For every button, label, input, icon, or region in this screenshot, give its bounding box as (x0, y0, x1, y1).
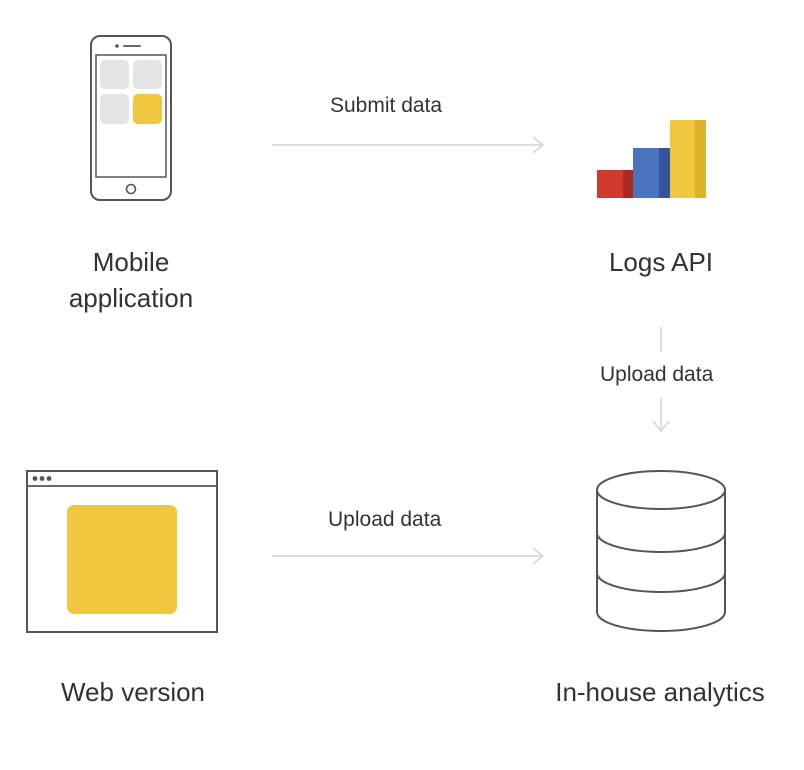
arrow-upload-data-vertical (652, 327, 670, 433)
web-version-label: Web version (60, 677, 206, 707)
upload-data-vertical-label: Upload data (600, 363, 714, 386)
arrow-submit-data (272, 136, 545, 154)
upload-data-horizontal-label: Upload data (328, 508, 442, 531)
logs-api-label: Logs API (608, 247, 714, 277)
mobile-application-label: Mobile application (36, 244, 226, 316)
submit-data-label: Submit data (330, 94, 443, 117)
mobile-application-label-line2: application (68, 283, 194, 313)
in-house-analytics-label: In-house analytics (555, 677, 765, 707)
mobile-application-label-line1: Mobile (92, 247, 170, 277)
arrow-upload-data-horizontal (272, 547, 545, 565)
